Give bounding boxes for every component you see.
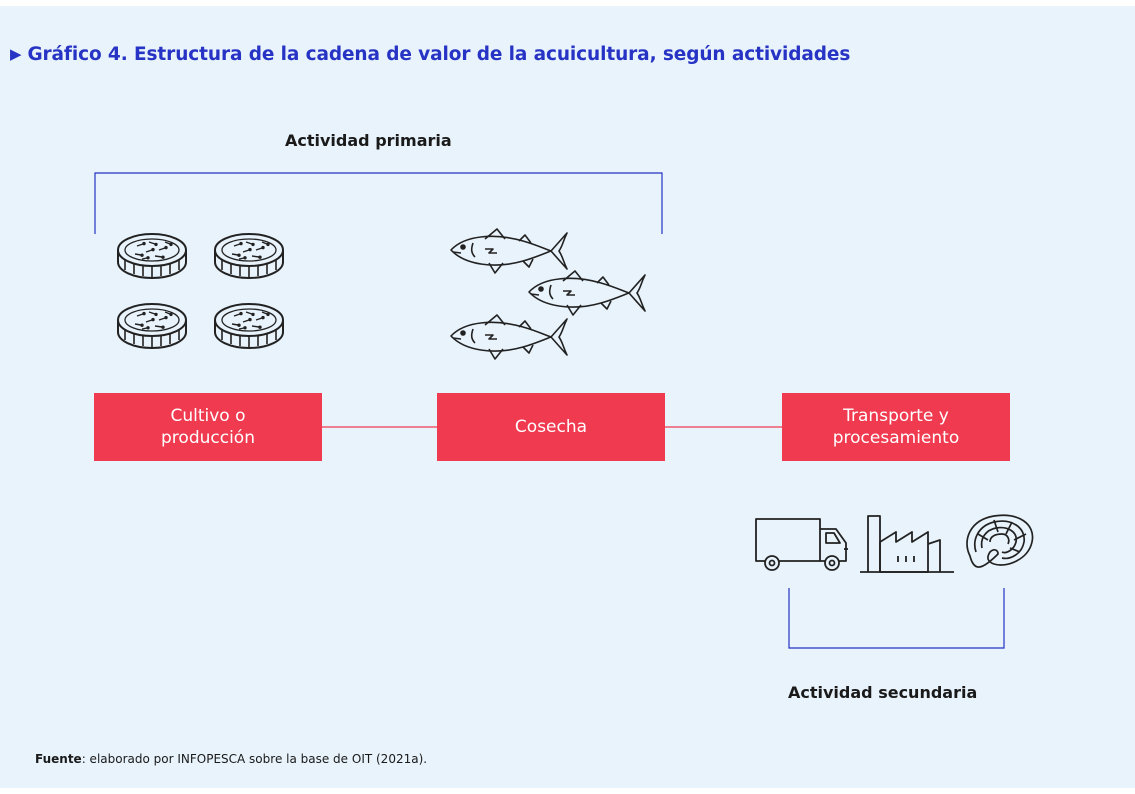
truck-icon <box>755 518 848 571</box>
fish-cage-icon <box>117 233 284 349</box>
fish-steak-icon <box>966 514 1034 568</box>
source-note: Fuente: elaborado por INFOPESCA sobre la… <box>35 752 427 766</box>
source-text: : elaborado por INFOPESCA sobre la base … <box>81 752 428 766</box>
figure-title: ▶ Gráfico 4. Estructura de la cadena de v… <box>10 44 850 65</box>
primary-activity-heading: Actividad primaria <box>285 131 452 150</box>
step-box-cosecha: Cosecha <box>437 393 665 461</box>
figure-title-text: Gráfico 4. Estructura de la cadena de va… <box>27 44 851 65</box>
source-label: Fuente <box>35 752 82 766</box>
step-label-cosecha: Cosecha <box>514 417 588 437</box>
triangle-bullet-icon: ▶ <box>10 45 22 63</box>
tuna-fish-icon <box>450 228 646 360</box>
secondary-bracket <box>788 588 1005 649</box>
step-label-transporte: Transporte y procesamiento <box>832 406 960 448</box>
step-box-transporte: Transporte y procesamiento <box>782 393 1010 461</box>
factory-icon <box>860 515 954 573</box>
step-box-cultivo: Cultivo o producción <box>94 393 322 461</box>
primary-bracket <box>94 172 663 234</box>
step-label-cultivo: Cultivo o producción <box>161 406 255 448</box>
secondary-activity-heading: Actividad secundaria <box>788 683 978 702</box>
